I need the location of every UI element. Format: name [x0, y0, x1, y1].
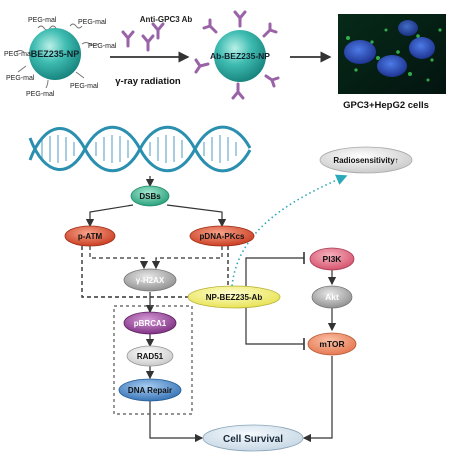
- repair-dashed-box: [113, 305, 193, 415]
- node-mtor: mTOR: [307, 332, 357, 356]
- node-dna-repair: DNA Repair: [118, 378, 182, 402]
- dnarepair-to-survival-arrow: [149, 400, 204, 443]
- node-h2ax: γ-H2AX: [123, 268, 177, 292]
- ab-bez235-np-label: Ab-BEZ235-NP: [210, 51, 270, 61]
- ab-bez235-np-group: Ab-BEZ235-NP: [194, 10, 280, 100]
- cell-nucleus-2: [377, 55, 407, 77]
- node-cell-survival-label: Cell Survival: [223, 434, 283, 445]
- node-np-bez235-ab: NP-BEZ235-Ab: [187, 285, 281, 309]
- node-pbrca1: pBRCA1: [123, 311, 177, 335]
- node-pi3k-label: PI3K: [323, 254, 343, 264]
- bez235-np-label: BEZ235-NP: [31, 49, 80, 59]
- pathway-connectors: [81, 176, 337, 443]
- peg-label-5: PEG-mal: [6, 75, 35, 82]
- antibody-icons: [121, 22, 165, 52]
- np-to-radiosensitivity-dotted-arrow: [231, 174, 348, 287]
- peg-label-3: PEG-mal: [88, 43, 117, 50]
- patm-to-np-dashed: [81, 246, 190, 298]
- peg-label-7: PEG-mal: [70, 83, 99, 90]
- node-rad51-label: RAD51: [137, 352, 164, 361]
- cell-nucleus-3: [409, 37, 435, 59]
- dsbs-to-patm-arrow: [85, 204, 134, 228]
- top-panel: BEZ235-NP PEG-mal PEG-mal PEG-mal PEG-ma…: [4, 10, 446, 111]
- node-pbrca1-label: pBRCA1: [134, 319, 167, 328]
- node-p-atm: p-ATM: [64, 225, 116, 247]
- cells-label: GPC3+HepG2 cells: [343, 100, 429, 111]
- cell-nucleus-4: [398, 20, 418, 36]
- peg-label-1: PEG-mal: [28, 17, 57, 24]
- dna-strand-2: [28, 125, 252, 173]
- node-p-atm-label: p-ATM: [78, 232, 103, 241]
- node-mtor-label: mTOR: [319, 339, 344, 349]
- patm-to-h2ax-arrow: [89, 246, 149, 270]
- node-h2ax-label: γ-H2AX: [136, 276, 165, 285]
- dna-base-pairs: [41, 135, 237, 163]
- pdnapkcs-to-h2ax-arrow: [151, 246, 223, 270]
- node-akt-label: Akt: [325, 292, 339, 302]
- node-cell-survival: Cell Survival: [202, 424, 304, 452]
- np-inhibit-pi3k: [245, 257, 304, 286]
- ab-bez235-np-sphere: [214, 30, 266, 82]
- node-dsbs: DSBs: [130, 185, 170, 207]
- dsbs-to-pdnapkcs-arrow: [166, 204, 227, 228]
- radiation-label: γ-ray radiation: [115, 76, 181, 87]
- node-np-bez235-ab-label: NP-BEZ235-Ab: [206, 293, 263, 302]
- mtor-to-survival-arrow: [302, 356, 333, 443]
- peg-chains: [15, 23, 99, 89]
- node-pdna-pkcs: pDNA-PKcs: [189, 225, 255, 247]
- peg-label-2: PEG-mal: [78, 19, 107, 26]
- node-dsbs-label: DSBs: [139, 192, 161, 201]
- dna-helix: [28, 125, 252, 173]
- cell-nucleus-1: [344, 40, 376, 64]
- peg-label-4: PEG-mal: [4, 51, 33, 58]
- hepg2-cell-image: [338, 14, 446, 94]
- node-dna-repair-label: DNA Repair: [128, 386, 172, 395]
- node-pdna-pkcs-label: pDNA-PKcs: [200, 232, 245, 241]
- green-fluorescence: [346, 28, 442, 82]
- peg-label-6: PEG-mal: [26, 91, 55, 98]
- antibody-label: Anti-GPC3 Ab: [140, 15, 193, 24]
- np-inhibit-mtor: [245, 308, 304, 345]
- attached-antibodies: [194, 10, 280, 100]
- node-radiosensitivity-label: Radiosensitivity↑: [333, 156, 398, 165]
- node-radiosensitivity: Radiosensitivity↑: [319, 146, 413, 174]
- node-rad51: RAD51: [126, 345, 174, 367]
- bez235-np-sphere: [29, 28, 81, 80]
- node-akt: Akt: [311, 285, 353, 309]
- bez235-np-group: BEZ235-NP PEG-mal PEG-mal PEG-mal PEG-ma…: [4, 17, 117, 98]
- node-pi3k: PI3K: [309, 247, 355, 271]
